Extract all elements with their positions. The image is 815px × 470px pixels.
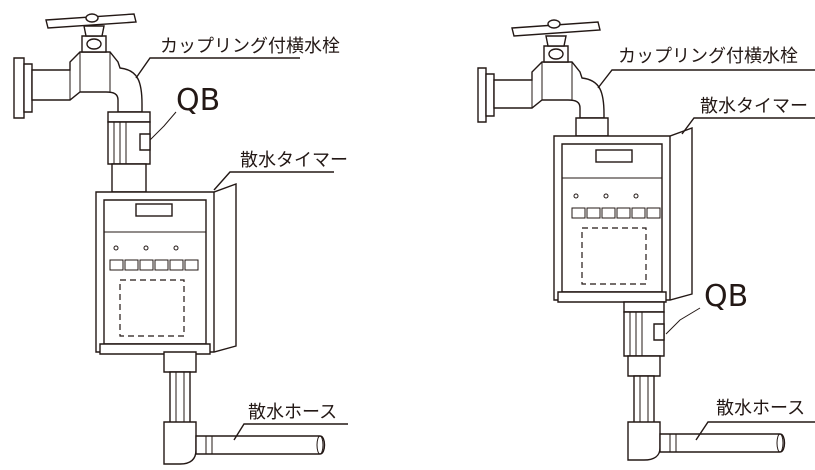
right-qb-label: QB [704, 279, 748, 314]
right-assembly: カップリング付横水栓 散水タイマー QB 散水ホース [477, 19, 815, 461]
left-qb-coupler [107, 111, 151, 193]
left-wall-flange [13, 57, 33, 119]
left-timer-box [95, 183, 237, 355]
left-assembly: カップリング付横水栓 QB 散水タイマー 散水ホース [13, 13, 348, 465]
right-hose-label: 散水ホース [716, 398, 805, 419]
left-faucet-label: カップリング付横水栓 [160, 36, 340, 57]
right-qb-coupler [623, 301, 665, 377]
right-timer-box [553, 127, 693, 303]
left-timer-label: 散水タイマー [240, 150, 348, 171]
left-leader-lines [135, 57, 348, 441]
right-hose-assembly [627, 375, 786, 461]
right-faucet [493, 19, 605, 119]
right-wall-flange [477, 67, 495, 123]
right-timer-label: 散水タイマー [700, 96, 808, 117]
left-qb-label: QB [176, 83, 220, 118]
right-connector-nut [575, 117, 609, 137]
left-faucet [31, 13, 143, 113]
left-hose-label: 散水ホース [248, 402, 337, 423]
right-faucet-label: カップリング付横水栓 [618, 46, 798, 67]
right-leader-lines [597, 69, 815, 441]
left-hose-assembly [163, 351, 326, 465]
